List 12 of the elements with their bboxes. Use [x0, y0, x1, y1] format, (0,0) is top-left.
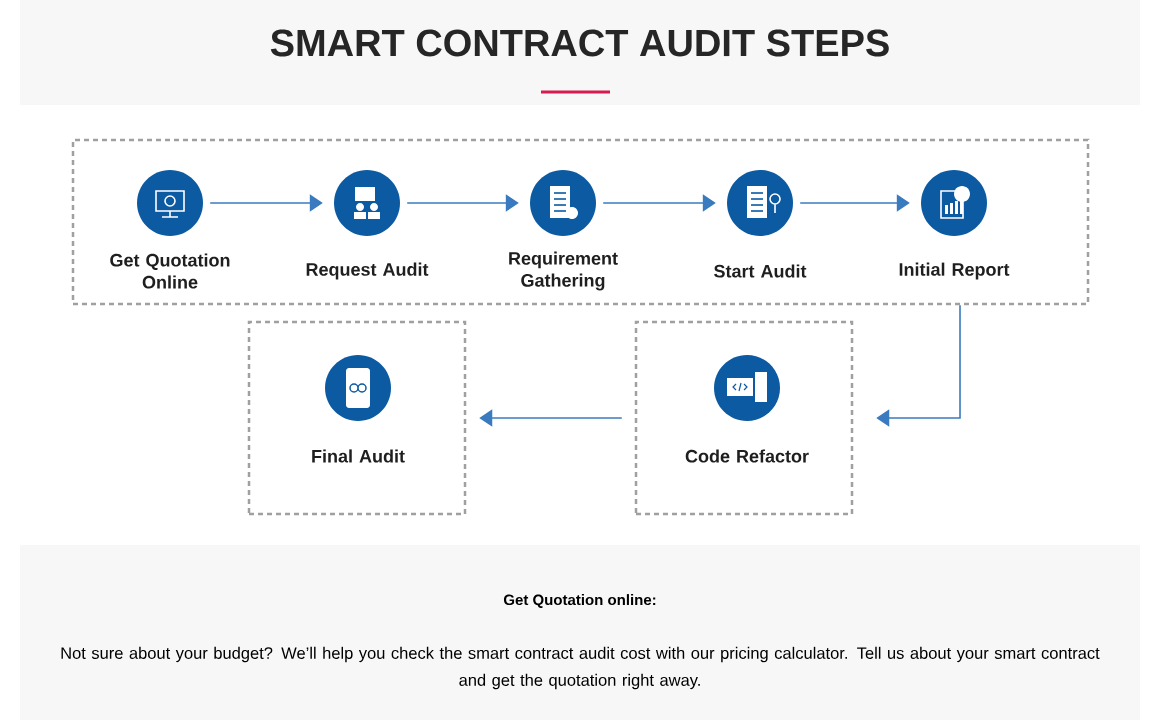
- description-text: Not sure about your budget? We’ll help you check the smart contract audit cost with our pricing calculator. Tell us about your smart contract and get the quotation right away.: [61, 646, 1100, 690]
- step-label: Request Audit: [306, 262, 429, 280]
- dashed-frame: [71, 138, 1090, 306]
- title: SMART CONTRACT AUDIT STEPS: [270, 29, 889, 57]
- step-box: Code Refactor: [634, 320, 854, 516]
- step-label: Requirement Gathering: [509, 251, 618, 291]
- step-box: Final Audit: [247, 320, 467, 516]
- step-label: Start Audit: [714, 264, 807, 278]
- step-label: Get Quotation Online: [110, 253, 230, 289]
- arrow: [876, 304, 961, 427]
- step-label: Initial Report: [899, 262, 1010, 280]
- section-heading: Get Quotation online:: [503, 594, 656, 608]
